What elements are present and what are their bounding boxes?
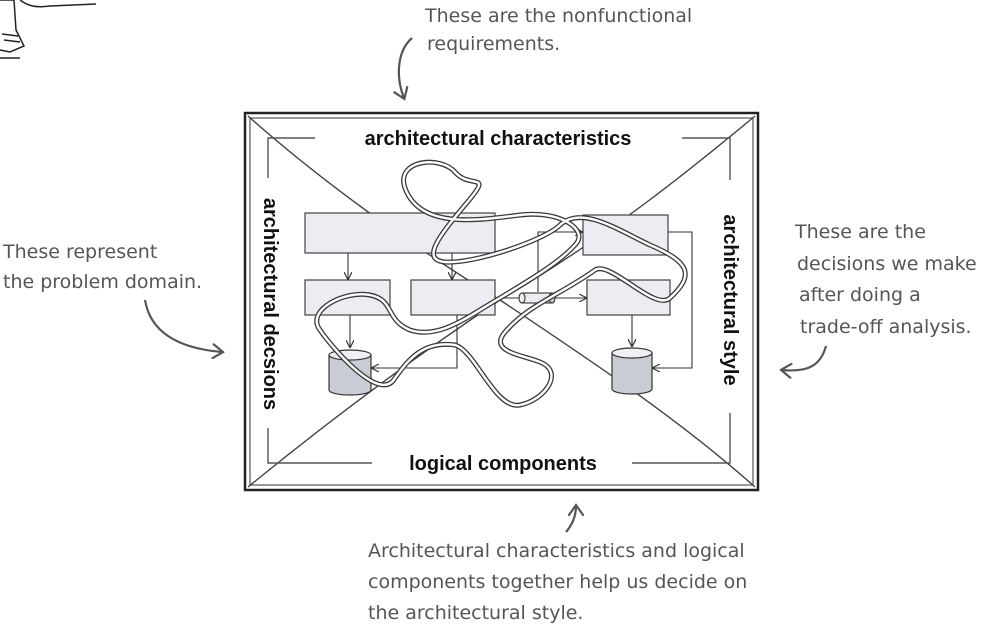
- label-architectural-decisions: architectural decsions: [259, 198, 281, 410]
- annotation-top-arrow: [399, 37, 413, 98]
- annotation-bottom-arrow: [565, 506, 576, 533]
- label-architectural-style: architectural style: [719, 214, 741, 385]
- annotation-right: These are the decisions we make after do…: [782, 221, 977, 370]
- diagram-frame: [243, 111, 760, 492]
- hand-drawn-loop: [314, 159, 688, 408]
- svg-text:trade-off analysis.: trade-off analysis.: [800, 316, 972, 338]
- svg-text:components together help us de: components together help us decide on: [368, 571, 747, 593]
- svg-text:requirements.: requirements.: [427, 33, 560, 55]
- label-architectural-characteristics: architectural characteristics: [365, 128, 632, 150]
- svg-text:Architectural characteristics: Architectural characteristics and logica…: [368, 540, 745, 562]
- svg-text:after doing a: after doing a: [799, 284, 921, 306]
- svg-text:decisions we make: decisions we make: [797, 253, 977, 275]
- svg-text:These are the: These are the: [794, 221, 926, 243]
- annotation-right-arrow: [782, 345, 828, 370]
- svg-text:the problem domain.: the problem domain.: [3, 271, 202, 293]
- svg-text:These are the nonfunctional: These are the nonfunctional: [424, 5, 692, 27]
- svg-text:the architectural style.: the architectural style.: [368, 602, 583, 624]
- database-left: [328, 349, 372, 396]
- label-frame: [267, 137, 731, 464]
- annotation-top: These are the nonfunctional requirements…: [399, 5, 692, 98]
- label-logical-components: logical components: [409, 453, 597, 475]
- annotation-left: These represent the problem domain.: [2, 241, 222, 352]
- annotation-left-arrow: [143, 299, 222, 352]
- component-connectors: [348, 232, 693, 368]
- svg-text:These represent: These represent: [2, 241, 157, 263]
- annotation-bottom: Architectural characteristics and logica…: [368, 506, 747, 624]
- database-right: [611, 347, 653, 395]
- cartoon-character-fragment: [0, 0, 97, 59]
